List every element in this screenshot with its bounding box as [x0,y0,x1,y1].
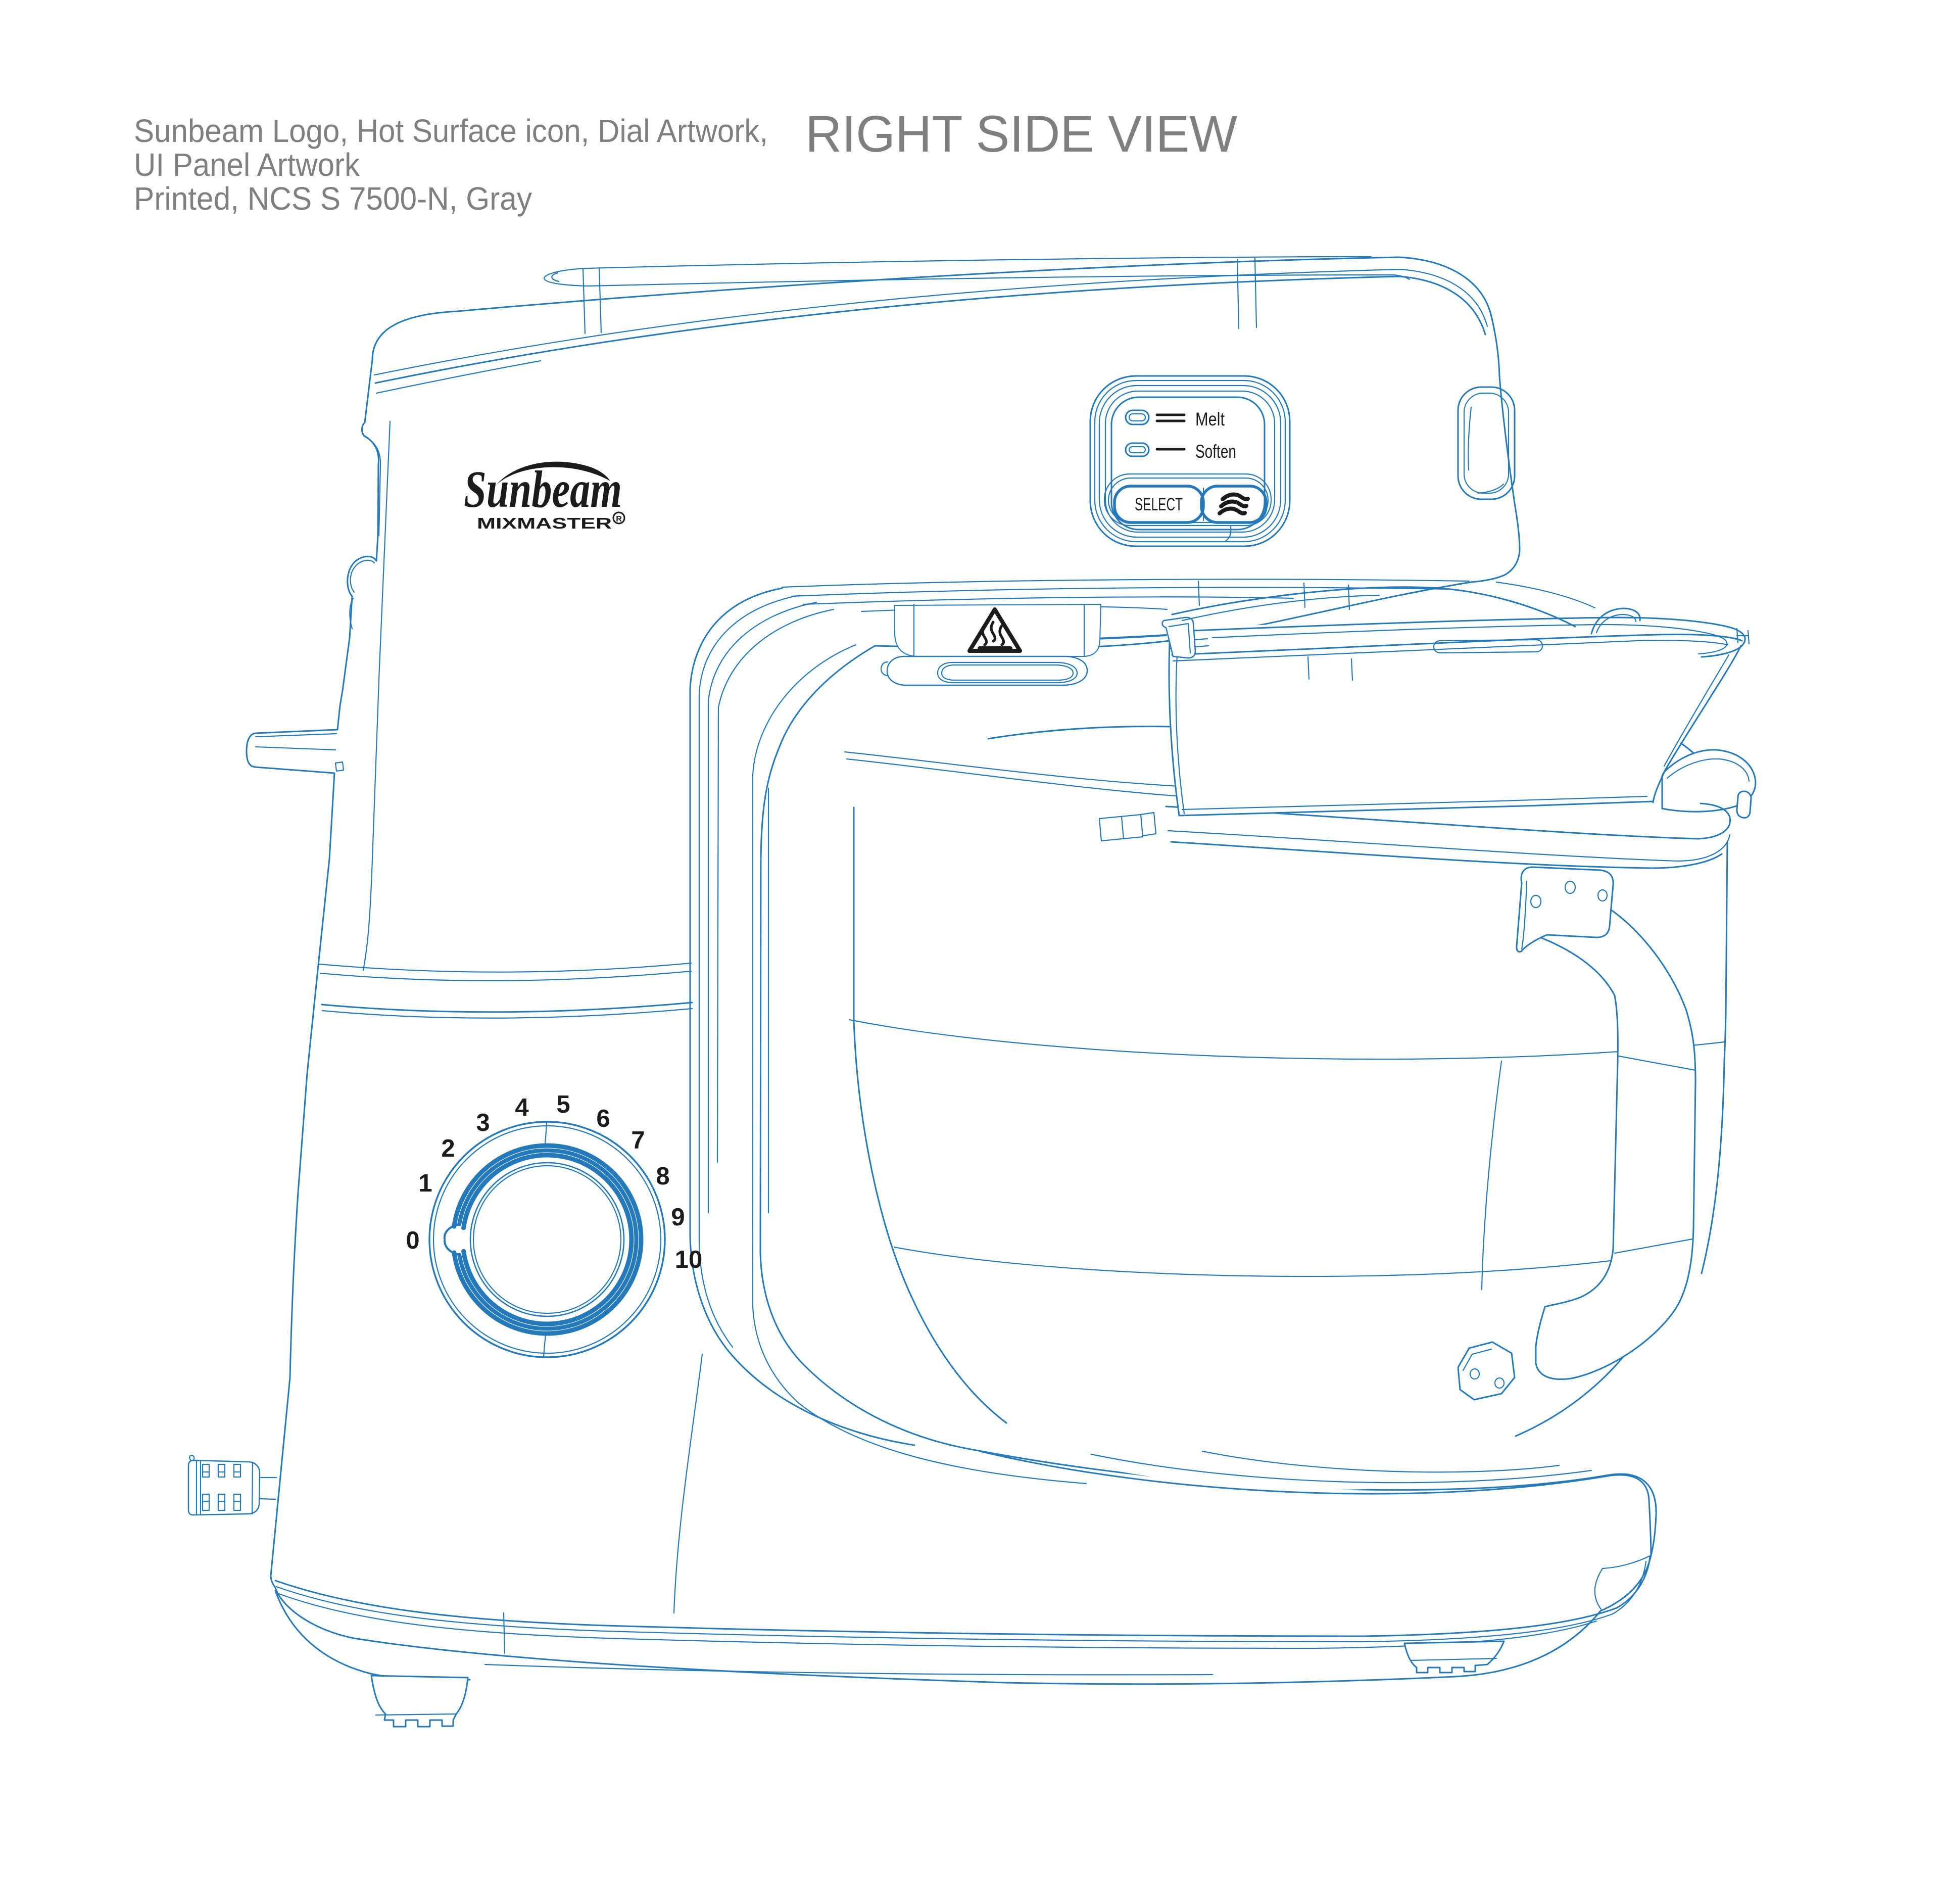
svg-text:MIXMASTER: MIXMASTER [477,514,612,532]
svg-text:7: 7 [631,1127,645,1154]
svg-text:Sunbeam: Sunbeam [464,460,622,518]
svg-text:9: 9 [671,1204,685,1231]
svg-text:6: 6 [596,1105,610,1132]
svg-text:R: R [616,515,622,523]
svg-text:UI Panel Artwork: UI Panel Artwork [134,147,360,183]
svg-text:5: 5 [556,1091,570,1118]
svg-text:RIGHT SIDE VIEW: RIGHT SIDE VIEW [805,105,1237,163]
svg-text:3: 3 [476,1109,490,1136]
svg-text:Melt: Melt [1195,409,1225,430]
svg-text:Printed, NCS S 7500-N, Gray: Printed, NCS S 7500-N, Gray [134,180,532,217]
svg-text:4: 4 [515,1094,528,1121]
svg-text:10: 10 [675,1246,703,1273]
svg-text:1: 1 [418,1170,432,1197]
svg-text:0: 0 [406,1227,419,1254]
svg-text:8: 8 [656,1163,669,1190]
svg-text:2: 2 [441,1135,455,1162]
svg-text:SELECT: SELECT [1135,495,1183,514]
svg-text:Sunbeam Logo, Hot Surface icon: Sunbeam Logo, Hot Surface icon, Dial Art… [134,113,768,149]
svg-text:Soften: Soften [1195,441,1236,462]
